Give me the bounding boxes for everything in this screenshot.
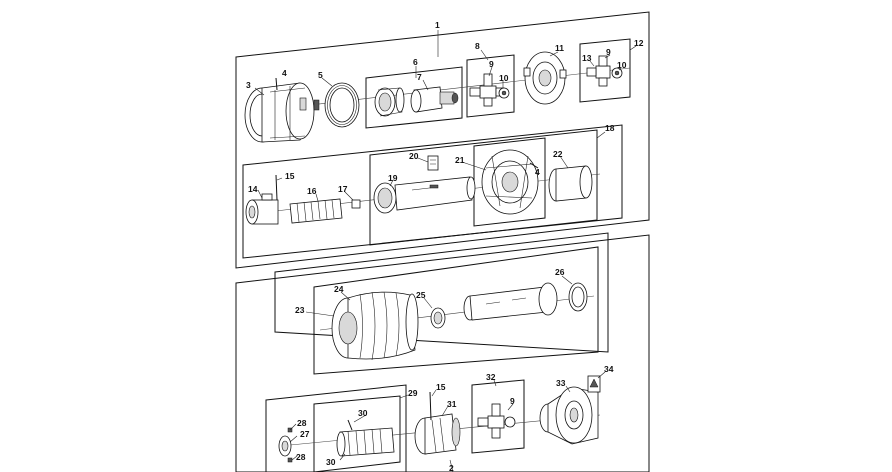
section-23-frame (274, 232, 609, 353)
part-25-ring (430, 307, 446, 329)
callout-12: 12 (634, 38, 644, 48)
part-15-pin-b (429, 391, 432, 421)
section-lower-frame (242, 124, 623, 259)
callout-11: 11 (555, 43, 564, 53)
callout-9-b: 9 (606, 47, 611, 57)
callout-22: 22 (553, 149, 563, 159)
callout-19: 19 (388, 173, 398, 183)
callout-21: 21 (455, 155, 465, 165)
assembly-2-group (235, 232, 650, 472)
callout-20: 20 (409, 151, 419, 161)
callout-34: 34 (604, 364, 614, 374)
callout-6: 6 (413, 57, 418, 67)
part-small-pin (313, 99, 320, 111)
assembly-1-group (235, 11, 650, 269)
subassembly-6-frame (365, 66, 463, 129)
subassembly-18-frame (369, 129, 598, 246)
callout-10: 10 (499, 73, 509, 83)
part-outer-tube (463, 282, 558, 321)
callout-9: 9 (489, 59, 494, 69)
part-4-screw-b (529, 162, 539, 169)
callout-30-b: 30 (326, 457, 336, 467)
callout-labels: 1 3 4 5 6 7 8 9 10 11 12 9 13 10 18 15 1… (246, 20, 644, 472)
callout-10-b: 10 (617, 60, 627, 70)
callout-4-b: 4 (535, 167, 540, 177)
part-17-collar (351, 199, 361, 209)
leader-lines-upper (254, 30, 637, 202)
callout-2: 2 (449, 463, 454, 472)
callout-3: 3 (246, 80, 251, 90)
subassembly-30-frame (313, 395, 401, 472)
callout-9-c: 9 (510, 396, 515, 406)
part-30-spline-shaft (336, 419, 395, 457)
part-16-spline-shaft (289, 198, 343, 224)
subassembly-32-frame (471, 379, 525, 454)
callout-27: 27 (300, 429, 310, 439)
part-4-screw (275, 77, 278, 91)
callout-16: 16 (307, 186, 317, 196)
part-20-decal (427, 155, 439, 171)
callout-17: 17 (338, 184, 348, 194)
subassembly-23-frame (313, 246, 599, 375)
callout-8: 8 (475, 41, 480, 51)
callout-30: 30 (358, 408, 368, 418)
callout-28: 28 (297, 418, 307, 428)
callout-15: 15 (285, 171, 295, 181)
part-26-bearing-ring (568, 282, 588, 312)
part-11-flange-yoke (523, 51, 567, 105)
leader-lines-lower (289, 275, 606, 472)
callout-26: 26 (555, 267, 565, 277)
part-15-pin (275, 174, 278, 201)
subassembly-21-frame (473, 137, 546, 227)
callout-29: 29 (408, 388, 418, 398)
part-3-shield-cone (244, 82, 315, 143)
part-21-shield-housing (481, 149, 539, 215)
callout-15-b: 15 (436, 382, 446, 392)
part-22-tube (548, 165, 593, 202)
callout-7: 7 (417, 72, 422, 82)
section-29-frame (265, 384, 407, 472)
callout-33: 33 (556, 378, 566, 388)
assembly-2-frame (235, 234, 650, 472)
callout-25: 25 (416, 290, 426, 300)
part-28-pin-b (287, 457, 293, 463)
callout-18: 18 (605, 123, 615, 133)
part-6-yoke (374, 87, 405, 117)
part-19-inner-tube (373, 176, 476, 214)
part-32-cross-kit (477, 403, 516, 439)
part-31-yoke (414, 413, 461, 455)
part-12-cross-kit (586, 55, 623, 87)
callout-14: 14 (248, 184, 258, 194)
callout-5: 5 (318, 70, 323, 80)
callout-32: 32 (486, 372, 496, 382)
part-34-warning-decal (587, 375, 601, 393)
assembly-1-frame (235, 11, 650, 269)
callout-31: 31 (447, 399, 457, 409)
part-7-shaft-yoke (410, 86, 459, 113)
part-33-hub (539, 386, 599, 445)
callout-13: 13 (582, 53, 592, 63)
part-5-bearing-ring (324, 82, 360, 128)
subassembly-8-frame (466, 54, 515, 118)
part-10-bearing-cup (498, 87, 510, 99)
part-14-coupler (245, 193, 279, 225)
subassembly-12-frame (579, 38, 631, 103)
part-24-guard-cone (331, 291, 419, 361)
callout-23: 23 (295, 305, 305, 315)
callout-1: 1 (435, 20, 440, 30)
callout-28-b: 28 (296, 452, 306, 462)
callout-24: 24 (334, 284, 344, 294)
callout-4: 4 (282, 68, 287, 78)
part-27-ring (278, 435, 292, 457)
